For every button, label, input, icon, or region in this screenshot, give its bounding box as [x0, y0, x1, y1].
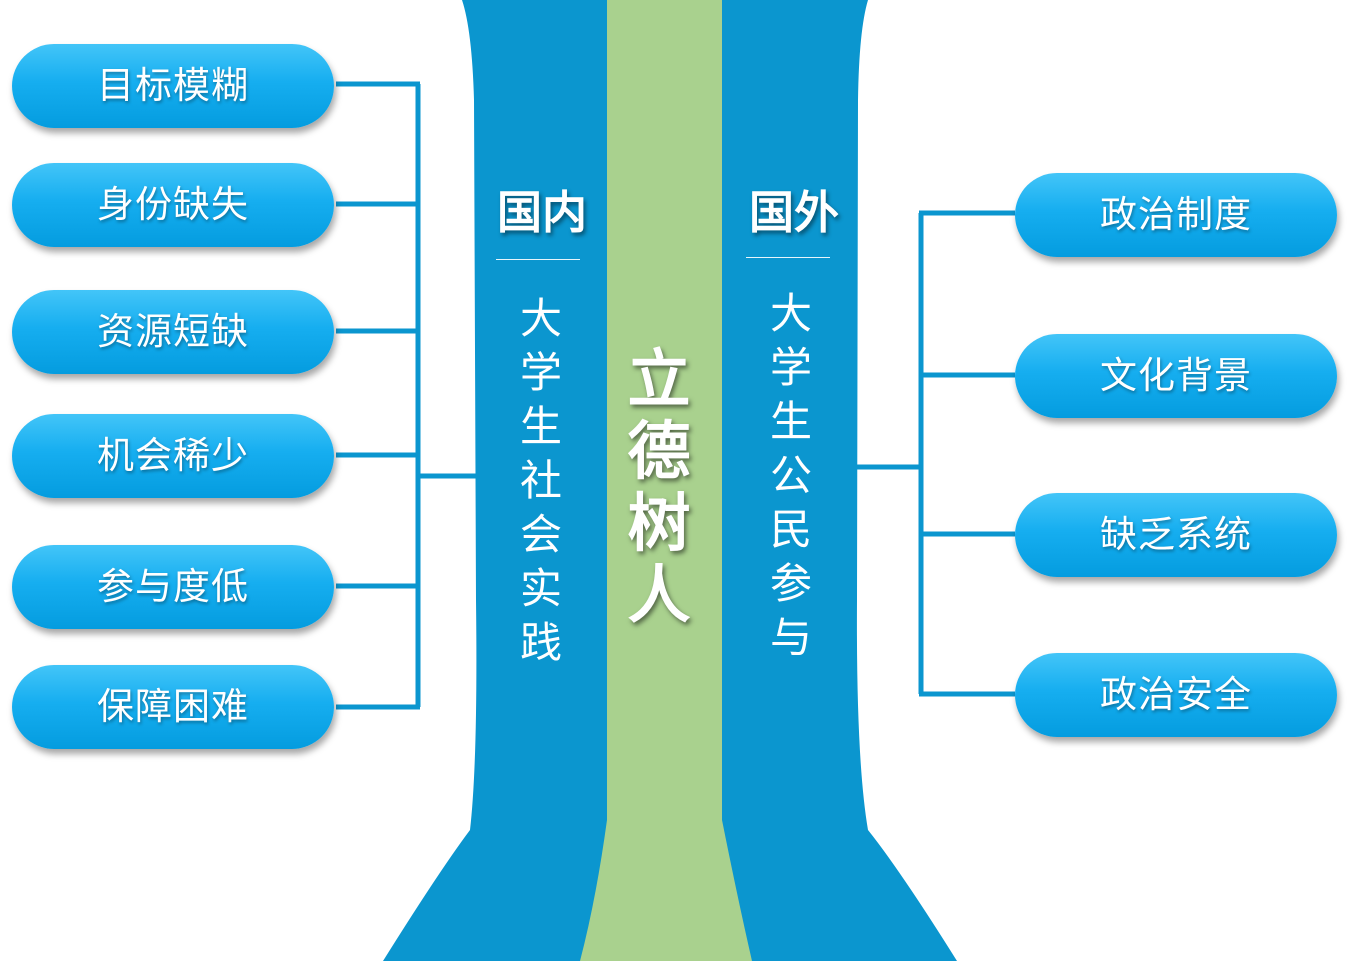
domestic-column-shape [383, 0, 607, 961]
center-column-shape [580, 0, 752, 961]
vertical-char: 学 [769, 343, 812, 392]
vertical-char: 学 [519, 348, 562, 397]
vertical-char: 践 [519, 618, 562, 667]
domestic-subtitle: 大学生社会实践 [506, 292, 576, 670]
right-item-political-system[interactable]: 政治制度 [1015, 173, 1337, 257]
right-item-lack-system[interactable]: 缺乏系统 [1015, 493, 1337, 577]
left-item-identity[interactable]: 身份缺失 [12, 163, 334, 247]
left-connectors [336, 81, 476, 710]
vertical-char: 社 [519, 456, 562, 505]
domestic-title: 国内 [496, 186, 587, 239]
vertical-char: 立 [627, 343, 691, 416]
right-connectors [857, 210, 1015, 697]
vertical-char: 大 [519, 294, 562, 343]
vertical-char: 公 [769, 451, 812, 500]
left-item-participation[interactable]: 参与度低 [12, 545, 334, 629]
left-item-opportunity[interactable]: 机会稀少 [12, 414, 334, 498]
left-item-resources[interactable]: 资源短缺 [12, 290, 334, 374]
vertical-char: 德 [627, 415, 691, 488]
left-item-security[interactable]: 保障困难 [12, 665, 334, 749]
vertical-char: 生 [519, 402, 562, 451]
vertical-char: 树 [627, 487, 691, 560]
center-title: 立德树人 [619, 344, 699, 632]
vertical-char: 大 [769, 289, 812, 338]
left-item-goal[interactable]: 目标模糊 [12, 44, 334, 128]
vertical-char: 民 [769, 505, 812, 554]
vertical-char: 人 [627, 559, 691, 632]
vertical-char: 参 [769, 559, 812, 608]
foreign-divider [746, 257, 830, 258]
vertical-char: 与 [769, 613, 812, 662]
right-item-cultural-background[interactable]: 文化背景 [1015, 334, 1337, 418]
vertical-char: 实 [519, 564, 562, 613]
foreign-column-shape [722, 0, 957, 961]
foreign-subtitle: 大学生公民参与 [756, 287, 826, 665]
foreign-title: 国外 [748, 186, 839, 239]
vertical-char: 生 [769, 397, 812, 446]
vertical-char: 会 [519, 510, 562, 559]
domestic-divider [496, 259, 580, 260]
right-item-political-safety[interactable]: 政治安全 [1015, 653, 1337, 737]
